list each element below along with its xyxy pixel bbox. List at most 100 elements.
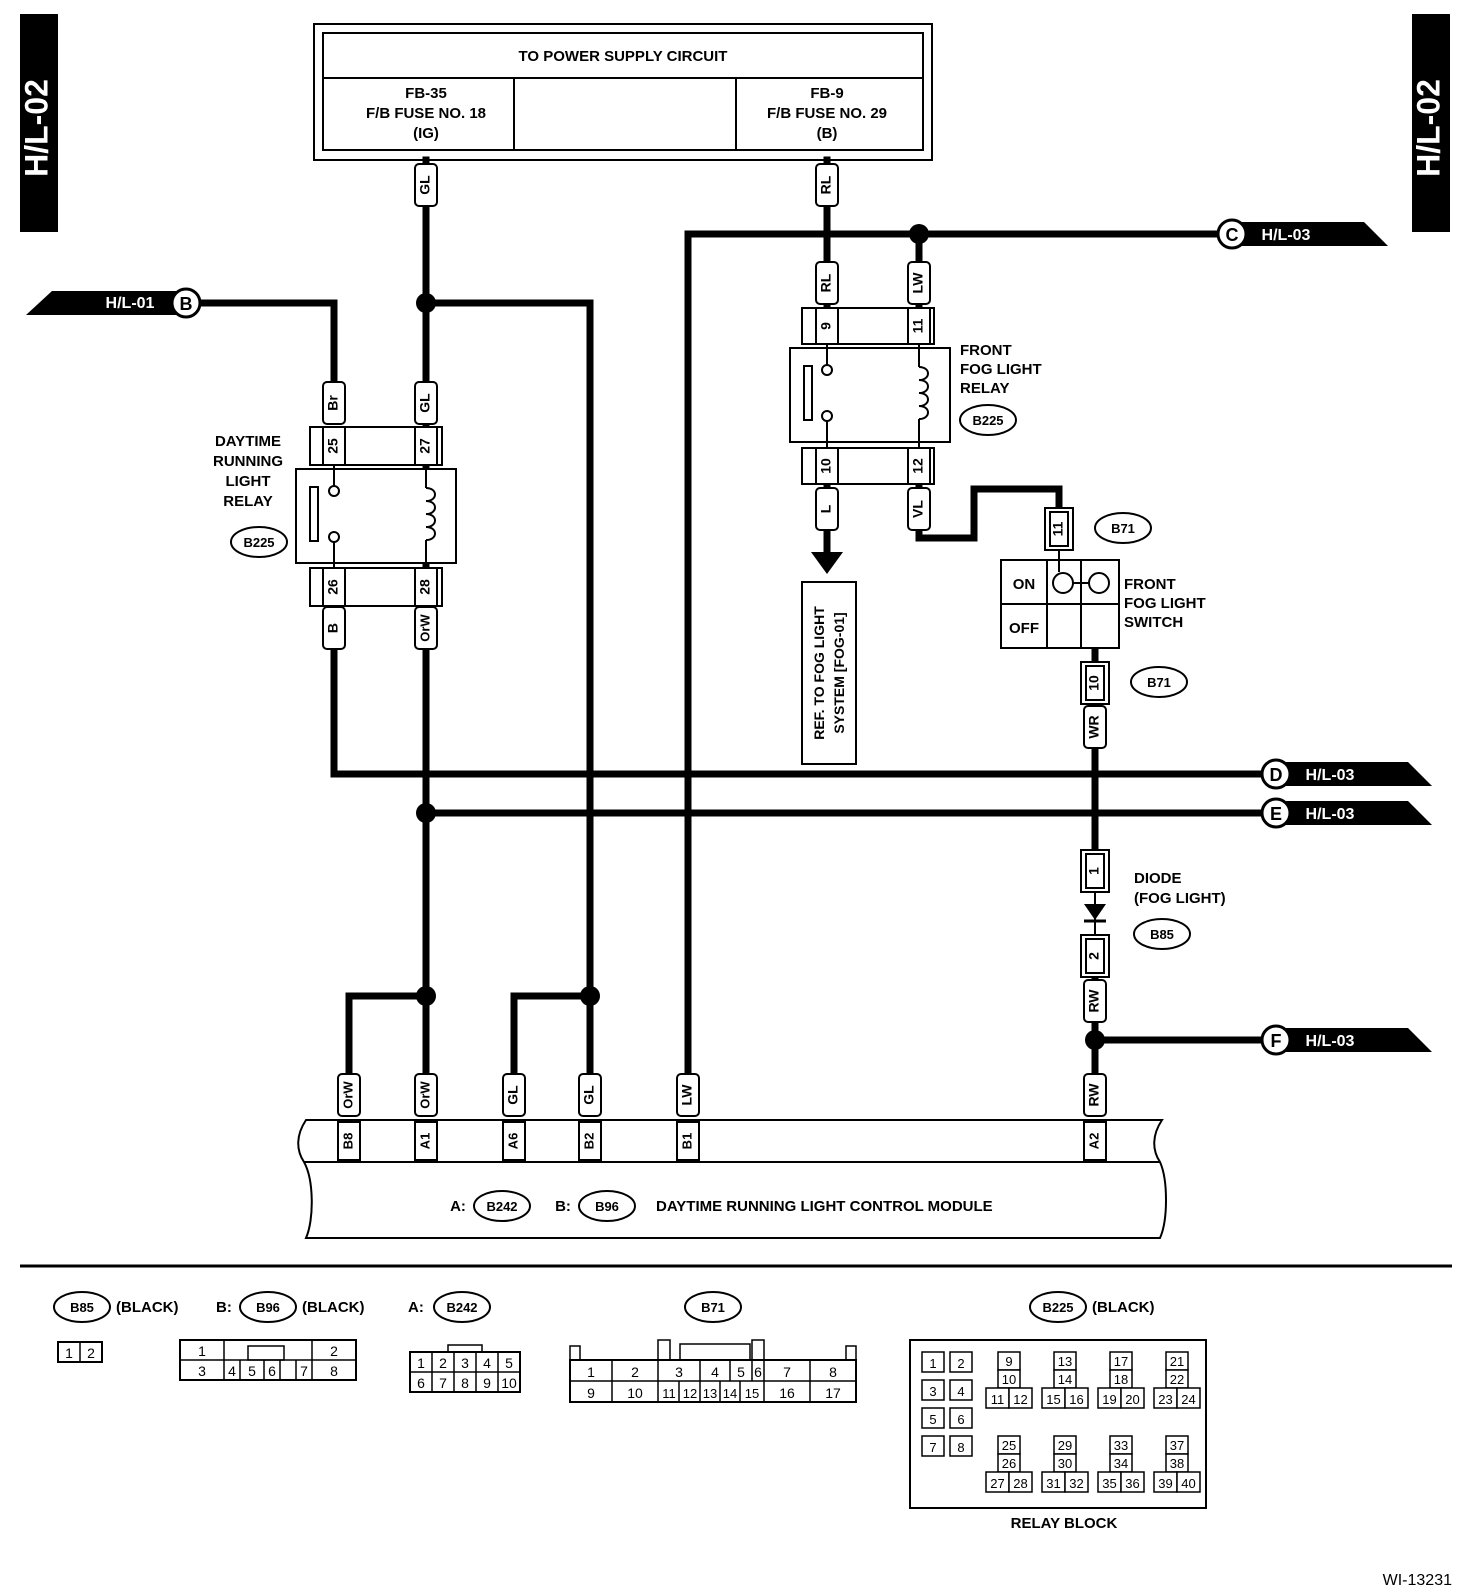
wire-tag-br: Br	[322, 381, 346, 425]
diode-pin-1: 1	[1086, 867, 1102, 875]
svg-text:LW: LW	[910, 272, 926, 294]
offpage-b: H/L-01 B	[26, 287, 202, 319]
legend-relay-block: RELAY BLOCK	[1011, 1515, 1118, 1532]
page-tag-right: H/L-02	[1410, 14, 1450, 232]
svg-text:9: 9	[1005, 1354, 1012, 1369]
svg-text:GL: GL	[417, 175, 433, 195]
svg-text:8: 8	[829, 1364, 837, 1380]
offpage-c-label: H/L-03	[1262, 227, 1311, 244]
svg-text:4: 4	[957, 1384, 964, 1399]
fog-relay: 9 11 10 12 FRONT FOG LIGHT RELAY B225	[789, 307, 1042, 485]
svg-text:8: 8	[957, 1440, 964, 1455]
svg-text:13: 13	[1058, 1354, 1072, 1369]
svg-text:27: 27	[990, 1476, 1004, 1491]
fog-relay-label-3: RELAY	[960, 380, 1009, 397]
svg-text:17: 17	[825, 1385, 841, 1401]
offpage-f-letter: F	[1271, 1031, 1282, 1051]
svg-text:9: 9	[483, 1375, 491, 1391]
svg-text:GL: GL	[581, 1085, 597, 1105]
svg-text:5: 5	[929, 1412, 936, 1427]
diode-pin-2: 2	[1086, 952, 1102, 960]
svg-text:10: 10	[1002, 1372, 1016, 1387]
svg-text:GL: GL	[417, 393, 433, 413]
svg-text:24: 24	[1181, 1392, 1195, 1407]
diode-label-1: DIODE	[1134, 870, 1182, 887]
svg-text:16: 16	[779, 1385, 795, 1401]
drl-label-4: RELAY	[223, 493, 272, 510]
ref-box-line1: REF. TO FOG LIGHT	[811, 606, 827, 740]
svg-text:B1: B1	[679, 1133, 694, 1150]
svg-text:6: 6	[957, 1412, 964, 1427]
svg-text:14: 14	[723, 1386, 737, 1401]
drl-label-1: DAYTIME	[215, 433, 281, 450]
drl-pin-28: 28	[417, 579, 433, 595]
svg-text:15: 15	[1046, 1392, 1060, 1407]
svg-text:1: 1	[929, 1356, 936, 1371]
figure-id: WI-13231	[1383, 1572, 1452, 1589]
svg-text:B: B	[325, 623, 341, 633]
wire-tag-b: B	[322, 606, 346, 650]
svg-text:26: 26	[1002, 1456, 1016, 1471]
module-pin-a1: A1	[414, 1121, 438, 1161]
svg-text:4: 4	[483, 1355, 491, 1371]
module-wire-a1: OrW	[414, 1073, 438, 1117]
fuse-29-line3: (B)	[817, 125, 838, 142]
legend-b225-color: (BLACK)	[1092, 1299, 1154, 1316]
offpage-b-label: H/L-01	[106, 295, 155, 312]
svg-text:5: 5	[737, 1364, 745, 1380]
svg-text:1: 1	[65, 1345, 73, 1361]
drl-label-2: RUNNING	[213, 453, 283, 470]
fog-ref: REF. TO FOG LIGHT SYSTEM [FOG-01]	[801, 552, 857, 765]
diode-label-2: (FOG LIGHT)	[1134, 890, 1226, 907]
fog-pin-9: 9	[818, 322, 834, 330]
svg-text:1: 1	[417, 1355, 425, 1371]
svg-text:12: 12	[683, 1386, 697, 1401]
switch-on: ON	[1013, 576, 1036, 593]
switch-label-3: SWITCH	[1124, 614, 1183, 631]
svg-text:31: 31	[1046, 1476, 1060, 1491]
fuse-18-line2: F/B FUSE NO. 18	[366, 105, 486, 122]
offpage-d-letter: D	[1270, 765, 1283, 785]
svg-text:1: 1	[198, 1343, 206, 1359]
drl-pin-27: 27	[417, 438, 433, 454]
svg-text:A1: A1	[417, 1133, 432, 1150]
svg-text:7: 7	[300, 1363, 308, 1379]
svg-text:38: 38	[1170, 1456, 1184, 1471]
svg-text:Br: Br	[325, 395, 341, 411]
switch-pin-10: 10	[1086, 675, 1102, 691]
offpage-f: H/L-03 F	[1260, 1024, 1432, 1056]
svg-text:6: 6	[268, 1363, 276, 1379]
diode: 1 2 DIODE (FOG LIGHT) B85	[1080, 849, 1226, 978]
module-pin-b8: B8	[337, 1121, 361, 1161]
svg-text:7: 7	[929, 1440, 936, 1455]
offpage-d-label: H/L-03	[1306, 767, 1355, 784]
svg-text:6: 6	[417, 1375, 425, 1391]
drl-relay: 25 27 26 28 DAYTIME RUNNING LIGHT RELAY …	[213, 426, 457, 607]
module-pin-a6: A6	[502, 1121, 526, 1161]
legend-b85-conn: B85	[70, 1300, 94, 1315]
svg-text:18: 18	[1114, 1372, 1128, 1387]
svg-text:28: 28	[1013, 1476, 1027, 1491]
drl-pin-25: 25	[325, 438, 341, 454]
svg-text:2: 2	[957, 1356, 964, 1371]
module-pin-tags: OrW OrW GL GL LW RW B8 A1 A6 B2 B1 A2	[337, 1073, 1107, 1161]
legend-b85-color: (BLACK)	[116, 1299, 178, 1316]
offpage-c: H/L-03 C	[1216, 218, 1388, 250]
wire-tag-l: L	[815, 487, 839, 531]
legend-b242-prefix: A:	[408, 1299, 424, 1316]
fuse-18-line1: FB-35	[405, 85, 447, 102]
svg-text:22: 22	[1170, 1372, 1184, 1387]
legend-b242-conn: B242	[446, 1300, 477, 1315]
switch-label-1: FRONT	[1124, 576, 1176, 593]
svg-text:10: 10	[627, 1385, 643, 1401]
legend-b96-conn: B96	[256, 1300, 280, 1315]
svg-text:RL: RL	[818, 273, 834, 292]
legend-b71-conn: B71	[701, 1300, 725, 1315]
module-wire-a2: RW	[1083, 1073, 1107, 1117]
ref-box-line2: SYSTEM [FOG-01]	[831, 612, 847, 733]
wire-tag-gl-relay: GL	[414, 381, 438, 425]
svg-text:23: 23	[1158, 1392, 1172, 1407]
switch-label-2: FOG LIGHT	[1124, 595, 1206, 612]
